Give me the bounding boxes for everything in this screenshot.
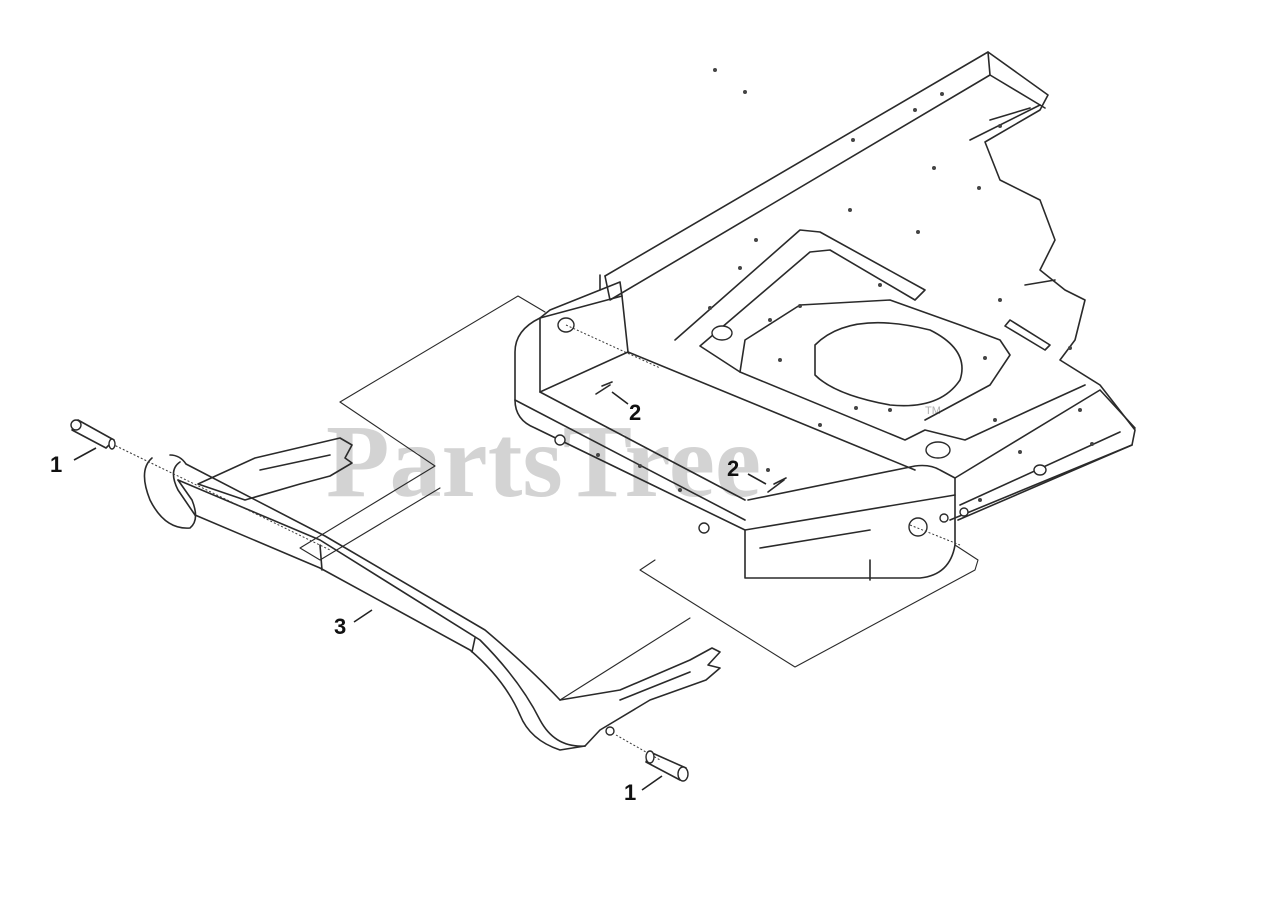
clip-lower [767, 477, 787, 493]
watermark-text: PartsTree [326, 404, 761, 519]
mounting-planes [299, 295, 979, 701]
callout-label: 3 [334, 614, 346, 639]
pin-left [70, 419, 116, 450]
rivet-dots [596, 68, 1094, 502]
callout-label: 2 [629, 400, 641, 425]
callout-1-bottom: 1 [624, 775, 663, 805]
pin-bottom [645, 750, 689, 782]
watermark: PartsTree TM [326, 404, 941, 519]
callout-label: 2 [727, 456, 739, 481]
bar-part [143, 437, 721, 751]
callout-1-left: 1 [50, 447, 97, 477]
callout-label: 1 [624, 780, 636, 805]
callout-2-lower: 2 [727, 456, 767, 485]
assembly-lines [111, 324, 961, 761]
clip-upper [595, 381, 613, 395]
callout-3: 3 [334, 609, 373, 639]
mower-frame [514, 51, 1136, 581]
callout-2-upper: 2 [611, 391, 641, 425]
callout-label: 1 [50, 452, 62, 477]
